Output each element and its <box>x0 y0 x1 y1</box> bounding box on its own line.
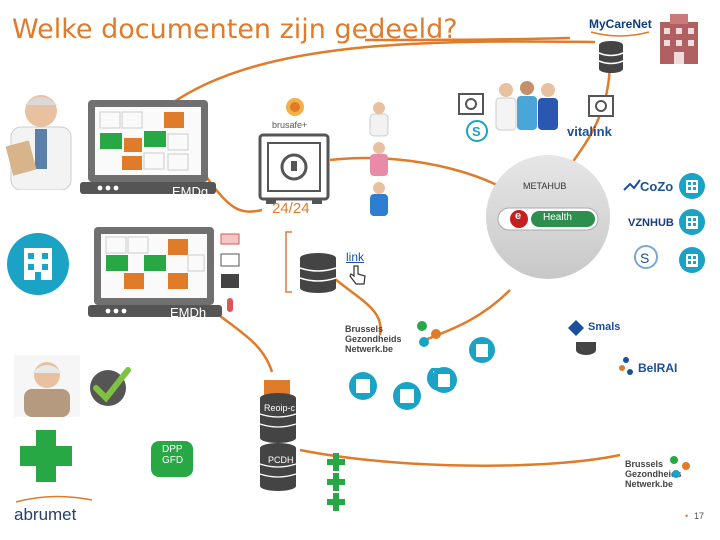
s-badge-icon: S <box>466 120 488 147</box>
bgn-line2: Gezondheids <box>345 334 402 344</box>
small-green-crosses <box>325 453 347 518</box>
hospital-building-icon <box>656 12 702 71</box>
vault-icon <box>258 133 330 210</box>
link-database-icon <box>298 252 338 299</box>
small-vault-icon-right <box>588 95 614 122</box>
dpp-gfd-text: DPP GFD <box>162 444 183 466</box>
hospital-icon-right-2 <box>678 208 706 241</box>
svg-text:S: S <box>640 250 649 266</box>
emdg-label: EMDg <box>172 184 208 199</box>
hospital-icon-right-3 <box>678 246 706 279</box>
reoipc-label: Reoip-c <box>264 403 295 413</box>
abrumet-logo: abrumet <box>12 492 102 531</box>
bgn-dots-icon <box>412 316 448 357</box>
consent-check-icon <box>88 364 132 413</box>
medical-icons-column <box>218 228 242 325</box>
cozo-logo: CoZo <box>622 176 674 203</box>
vznhub-logo: VZNHUB <box>628 217 674 229</box>
care-staff-figures <box>362 98 396 223</box>
care-team-figures <box>492 78 562 138</box>
pcdh-label: PCDH <box>268 455 294 465</box>
belrai-logo-text: BelRAI <box>638 361 677 375</box>
doctor-illustration <box>5 85 77 195</box>
page-number-bullet: • <box>685 511 688 521</box>
vitalink-logo: vitalink <box>567 124 612 139</box>
abrumet-logo-text: abrumet <box>14 505 77 524</box>
laptop-emdh <box>88 225 228 330</box>
gfd-label: GFD <box>162 455 183 466</box>
s-logo-icon: S <box>628 244 664 279</box>
smals-logo-text: Smals <box>588 321 620 333</box>
hospital-icon-bgn <box>468 336 496 369</box>
hospital-icon-large <box>6 232 70 301</box>
bgn-line3: Netwerk.be <box>345 344 402 354</box>
small-vault-icon-left <box>458 93 484 120</box>
always-available-label: 24/24 <box>272 200 310 217</box>
svg-text:S: S <box>472 124 481 139</box>
metahub-label: METAHUB <box>523 181 566 191</box>
mycarenet-logo-text: MyCareNet <box>589 17 652 31</box>
belrai-logo: BelRAI <box>616 352 688 387</box>
bgn-bottom-dots-icon <box>666 452 696 487</box>
bgn-line1: Brussels <box>345 324 402 334</box>
emdh-label: EMDh <box>170 305 206 320</box>
ehealth-e-letter: e <box>515 210 521 222</box>
hospital-icon-bgn-2 <box>430 366 458 399</box>
mycarenet-database-icon <box>598 40 624 79</box>
page-number: 17 <box>694 511 704 521</box>
link-label[interactable]: link <box>346 250 364 264</box>
hand-pointer-icon <box>348 264 368 291</box>
hospital-icon-right-1 <box>678 172 706 205</box>
cozo-logo-text: CoZo <box>640 179 673 194</box>
dpp-label: DPP <box>162 444 183 455</box>
pharmacy-cross-icon <box>18 428 74 489</box>
hospital-cluster <box>345 368 495 443</box>
bgn-logo-middle: Brussels Gezondheids Netwerk.be <box>345 324 402 354</box>
patient-illustration <box>14 355 80 422</box>
hospital-cluster-icons <box>349 368 490 410</box>
ehealth-logo-text: Health <box>543 212 572 223</box>
brusafe-label: brusafe+ <box>272 120 307 130</box>
